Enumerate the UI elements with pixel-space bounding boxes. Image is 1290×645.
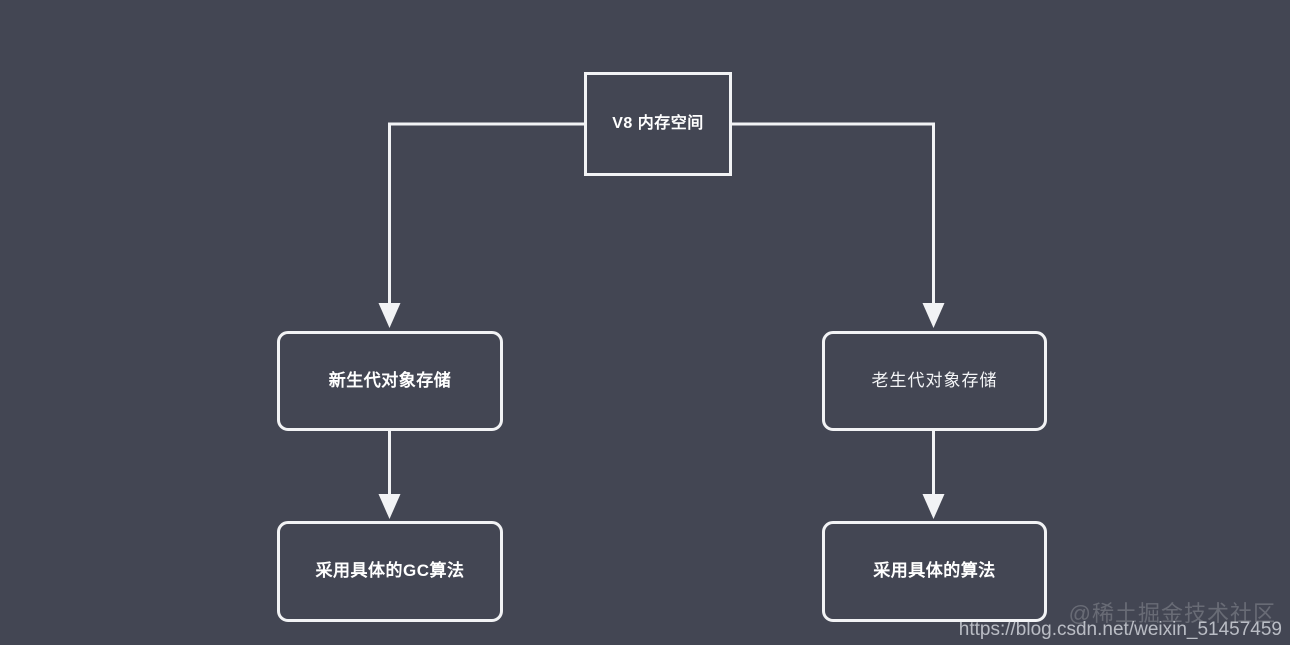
node-young-gc-algorithm[interactable]: 采用具体的GC算法 — [277, 521, 503, 622]
node-label-root: V8 内存空间 — [612, 114, 704, 132]
node-old-generation-storage[interactable]: 老生代对象存储 — [822, 331, 1047, 431]
edge-young-to-young-gc — [378, 431, 401, 519]
node-v8-memory-space[interactable]: V8 内存空间 — [584, 72, 732, 176]
edge-root-to-young — [378, 122, 584, 328]
node-label-old-gc: 采用具体的算法 — [873, 561, 996, 581]
edge-root-to-old — [732, 122, 945, 328]
watermark-url: https://blog.csdn.net/weixin_51457459 — [958, 619, 1282, 640]
node-young-generation-storage[interactable]: 新生代对象存储 — [277, 331, 503, 431]
edge-old-to-old-gc — [922, 431, 945, 519]
node-label-young: 新生代对象存储 — [328, 370, 452, 390]
watermark-community: @稀土掘金技术社区 — [1068, 601, 1276, 626]
node-label-old: 老生代对象存储 — [871, 370, 998, 390]
node-label-young-gc: 采用具体的GC算法 — [315, 561, 465, 581]
node-old-gc-algorithm[interactable]: 采用具体的算法 — [822, 521, 1047, 622]
